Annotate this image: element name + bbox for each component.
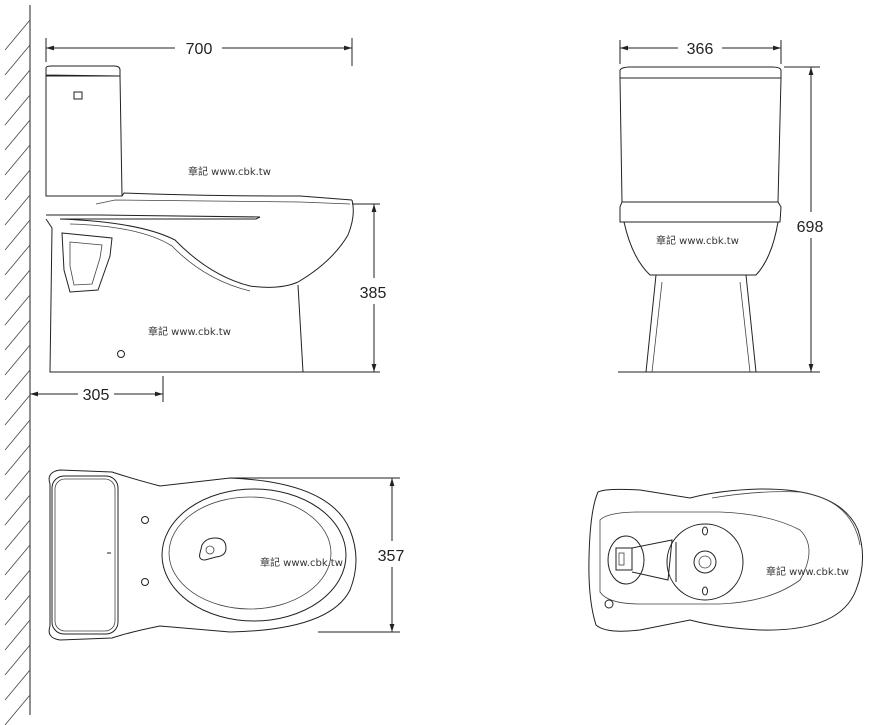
side-view: 章記 www.cbk.tw 章記 www.cbk.tw xyxy=(45,65,380,373)
dim-front-width-label: 366 xyxy=(687,41,714,58)
dim-side-bowl-height-label: 385 xyxy=(360,285,387,302)
bottom-view: 章記 www.cbk.tw xyxy=(588,488,863,632)
dimension-front-width: 366 xyxy=(619,40,782,64)
dimension-front-height: 698 xyxy=(784,66,824,372)
dim-front-height-label: 698 xyxy=(797,219,824,236)
watermark-front: 章記 www.cbk.tw xyxy=(656,234,739,247)
dimension-side-bowl-height: 385 xyxy=(352,203,387,372)
dimension-side-rough-in: 305 xyxy=(30,376,164,404)
watermark-side-bottom: 章記 www.cbk.tw xyxy=(148,325,231,338)
dimension-top-depth: 357 xyxy=(378,478,405,632)
dim-side-width-label: 700 xyxy=(186,41,213,58)
top-view: 章記 www.cbk.tw xyxy=(48,469,400,641)
watermark-side-top: 章記 www.cbk.tw xyxy=(188,165,271,178)
watermark-bottom: 章記 www.cbk.tw xyxy=(766,565,849,578)
wall-hatching xyxy=(4,19,31,725)
watermark-top: 章記 www.cbk.tw xyxy=(260,556,343,569)
wall xyxy=(4,5,31,725)
front-view: 章記 www.cbk.tw xyxy=(618,66,820,373)
dim-side-rough-in-label: 305 xyxy=(83,387,110,404)
dimension-side-width: 700 xyxy=(45,38,353,66)
dim-top-depth-label: 357 xyxy=(378,548,405,565)
